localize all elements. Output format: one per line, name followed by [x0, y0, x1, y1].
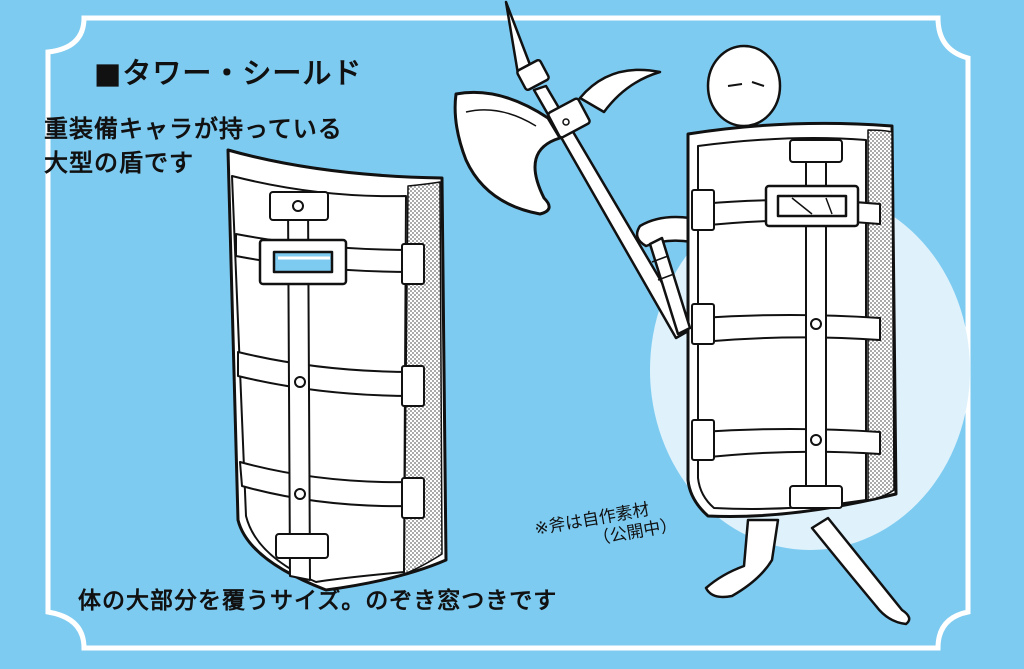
page-title: ■タワー・シールド [94, 56, 363, 90]
mannequin-figure-illustration [635, 44, 911, 626]
tower-shield-illustration [226, 148, 448, 592]
description-text: 重装備キャラが持っている 大型の盾です [44, 115, 343, 177]
footer-caption: 体の大部分を覆うサイズ。のぞき窓つきです [78, 588, 558, 614]
halberd-axe-illustration [453, 0, 692, 340]
frame-border [45, 15, 971, 651]
